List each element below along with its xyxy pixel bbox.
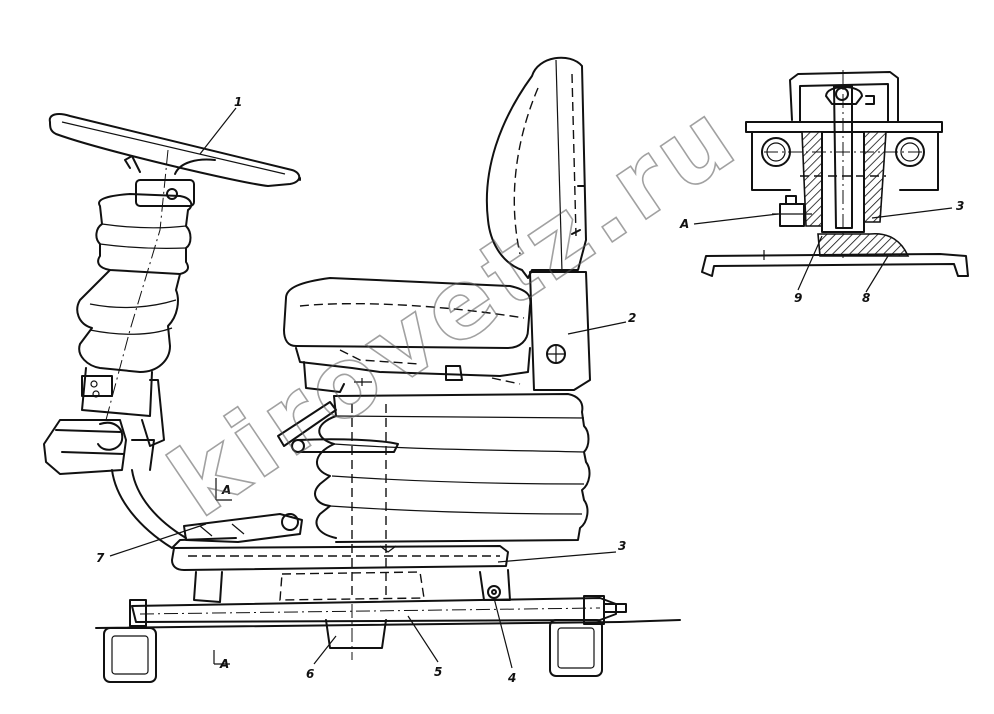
detail-callout-3: 3 <box>956 199 964 213</box>
watermark: kirovetz.ru <box>150 78 758 539</box>
seat-assembly <box>95 56 681 683</box>
detail-section-marker: A <box>679 217 689 231</box>
section-marker-upper: A <box>221 483 231 497</box>
callout-7: 7 <box>96 551 105 565</box>
steering-column-assembly <box>43 113 301 549</box>
detail-callout-9: 9 <box>794 291 802 305</box>
leader-lines <box>109 107 953 669</box>
main-view-callouts: 1 2 3 4 5 6 7 A A <box>96 95 636 685</box>
detail-callout-8: 8 <box>862 291 870 305</box>
callout-1: 1 <box>234 95 242 109</box>
detail-view-callouts: 3 8 9 A <box>679 199 964 305</box>
callout-4: 4 <box>507 671 516 685</box>
callout-5: 5 <box>434 665 442 679</box>
section-marker-lower: A <box>219 657 229 671</box>
callout-3: 3 <box>618 539 626 553</box>
detail-section-view <box>701 70 969 277</box>
callout-2: 2 <box>628 311 636 325</box>
callout-6: 6 <box>306 667 314 681</box>
